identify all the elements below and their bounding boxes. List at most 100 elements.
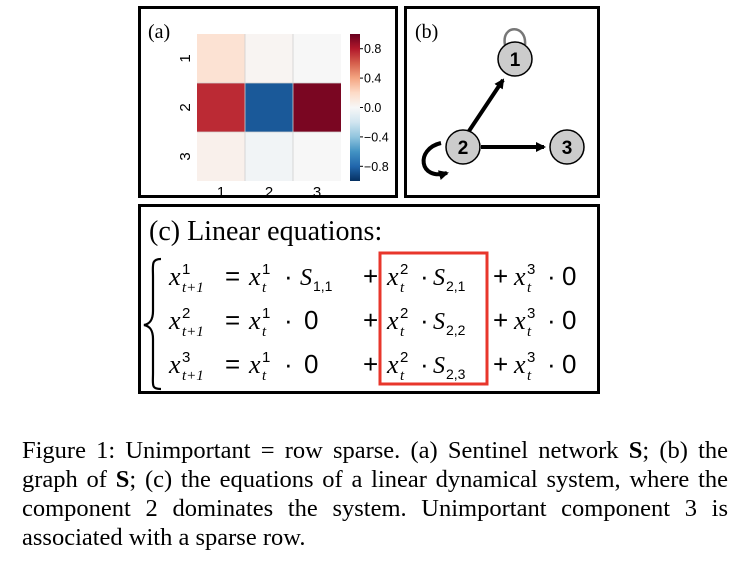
term-x1-subscript: t [262,324,267,340]
term-x2: x [386,350,399,379]
multiply-dot: · [284,305,293,335]
term-x3-subscript: t [527,324,532,340]
graph-figure: (b) 1 2 3 [415,21,585,180]
colorbar [350,34,360,181]
term-x1-superscript: 1 [262,261,270,278]
term-x1-subscript: t [262,280,267,296]
caption-mid: ; (b) the graph of [22,437,729,493]
coefficient-subscript: 2,2 [446,322,466,338]
edge-2-1 [467,78,505,133]
coefficient-zero: 0 [304,305,318,335]
panel-b-label: (b) [415,21,438,43]
plus-sign: + [493,261,508,291]
caption-prefix: Figure 1: Unimportant = row sparse. (a) … [22,437,629,464]
multiply-dot: · [420,349,429,379]
lhs-variable: x [168,262,181,291]
lhs-variable: x [168,306,181,335]
lhs-variable-superscript: 2 [182,305,190,322]
plus-sign: + [493,349,508,379]
multiply-dot: · [547,349,556,379]
row-tick-label: 3 [177,152,194,160]
node-2-label: 2 [458,138,469,159]
term-x3: x [513,306,526,335]
plus-sign: + [363,349,378,379]
heatmap-cell-2-2 [245,83,293,132]
term-x3-superscript: 3 [527,349,535,366]
coefficient-s: S [300,265,312,291]
caption-bold-s-1: S [628,437,643,464]
equations-title: (c) Linear equations: [149,216,382,247]
term-x2-subscript: t [400,324,405,340]
coefficient-s: S [433,265,445,291]
multiply-dot: · [284,261,293,291]
highlight-box [378,251,489,386]
term-x1-subscript: t [262,368,267,384]
equals-sign: = [225,261,240,291]
multiply-dot: · [547,261,556,291]
colorbar-tick-label: −0.4 [364,130,389,144]
node-2 [445,129,481,165]
heatmap-cell-1-1 [197,34,245,83]
term-x2: x [386,306,399,335]
term-x3-subscript: t [527,368,532,384]
col-tick-label: 3 [313,184,321,195]
lhs-variable-subscript: t+1 [182,324,204,340]
coefficient-s: S [433,309,445,335]
term-x1: x [248,350,261,379]
panel-b-graph: (b) 1 2 3 [404,6,600,198]
row-tick-label: 2 [177,103,194,111]
term-x2-subscript: t [400,280,405,296]
panel-a-label: (a) [148,21,170,43]
caption-bold-s-2: S [115,466,130,493]
coefficient-zero: 0 [562,349,576,379]
col-tick-label: 2 [265,184,273,195]
term-x1: x [248,306,261,335]
multiply-dot: · [284,349,293,379]
term-x3-subscript: t [527,280,532,296]
term-x1: x [248,262,261,291]
coefficient-zero: 0 [562,261,576,291]
equals-sign: = [225,305,240,335]
term-x2-superscript: 2 [400,261,408,278]
plus-sign: + [363,305,378,335]
node-3-label: 3 [562,138,573,159]
colorbar-tick-label: 0.8 [364,42,381,56]
heatmap-cell-1-2 [245,34,293,83]
lhs-variable-superscript: 3 [182,349,190,366]
caption-rest: ; (c) the equations of a linear dynamica… [22,466,728,551]
edge-2-2 [421,141,449,180]
figure-caption: Figure 1: Unimportant = row sparse. (a) … [22,436,728,552]
coefficient-subscript: 2,1 [446,278,466,294]
equals-sign: = [225,349,240,379]
node-1-label: 1 [510,50,521,71]
coefficient-s: S [433,353,445,379]
heatmap-cell-3-2 [245,132,293,181]
term-x2-superscript: 2 [400,349,408,366]
multiply-dot: · [547,305,556,335]
edge-1-1 [503,28,527,46]
term-x2: x [386,262,399,291]
node-3 [549,129,585,165]
lhs-variable-superscript: 1 [182,261,190,278]
lhs-variable-subscript: t+1 [182,280,204,296]
heatmap-cell-1-3 [293,34,341,83]
heatmap-cell-3-3 [293,132,341,181]
term-x3: x [513,262,526,291]
term-x1-superscript: 1 [262,349,270,366]
row-tick-label: 1 [177,54,194,62]
heatmap-cell-2-3 [293,83,341,132]
coefficient-subscript: 2,3 [446,366,466,382]
plus-sign: + [493,305,508,335]
multiply-dot: · [420,305,429,335]
plus-sign: + [363,261,378,291]
lhs-variable-subscript: t+1 [182,368,204,384]
colorbar-tick-label: −0.8 [364,160,389,174]
heatmap-cell-3-1 [197,132,245,181]
colorbar-tick-label: 0.4 [364,72,381,86]
heatmap-cell-2-1 [197,83,245,132]
